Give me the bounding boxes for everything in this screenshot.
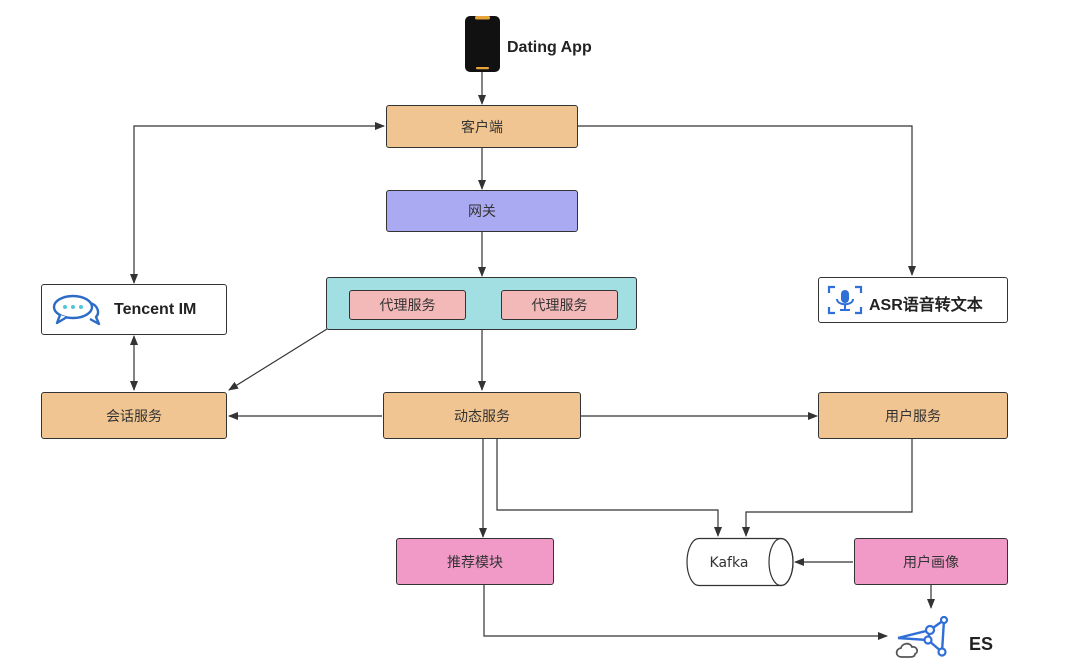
user-profile-node[interactable]: 用户画像 bbox=[854, 538, 1008, 585]
chat-bubbles-icon bbox=[52, 294, 101, 326]
proxy-service-1[interactable]: 代理服务 bbox=[349, 290, 466, 320]
asr-node[interactable]: ASR语音转文本 bbox=[818, 277, 1008, 323]
edge-dynamic-kafka bbox=[496, 439, 722, 537]
edge-client-im bbox=[130, 122, 385, 284]
gateway-node[interactable]: 网关 bbox=[386, 190, 578, 232]
edge-client-asr bbox=[578, 125, 916, 276]
app-label: Dating App bbox=[507, 39, 592, 56]
dynamic-service-node[interactable]: 动态服务 bbox=[383, 392, 581, 439]
session-service-node[interactable]: 会话服务 bbox=[41, 392, 227, 439]
recommend-module-node[interactable]: 推荐模块 bbox=[396, 538, 554, 585]
network-cloud-icon bbox=[895, 615, 949, 658]
edge-user-kafka bbox=[742, 439, 913, 537]
tencent-im-label: Tencent IM bbox=[114, 301, 197, 318]
proxy-group[interactable]: 代理服务 代理服务 bbox=[326, 277, 637, 330]
voice-recognition-icon bbox=[827, 285, 863, 315]
edge-proxy-session bbox=[228, 328, 328, 391]
asr-label: ASR语音转文本 bbox=[869, 297, 983, 314]
kafka-node[interactable]: Kafka bbox=[685, 537, 795, 587]
proxy-service-2[interactable]: 代理服务 bbox=[501, 290, 618, 320]
tencent-im-node[interactable]: Tencent IM bbox=[41, 284, 227, 335]
kafka-label: Kafka bbox=[710, 555, 749, 571]
smartphone-icon bbox=[465, 16, 500, 72]
edge-recommend-es bbox=[483, 585, 888, 640]
user-service-node[interactable]: 用户服务 bbox=[818, 392, 1008, 439]
es-label: ES bbox=[969, 634, 994, 654]
client-node[interactable]: 客户端 bbox=[386, 105, 578, 148]
